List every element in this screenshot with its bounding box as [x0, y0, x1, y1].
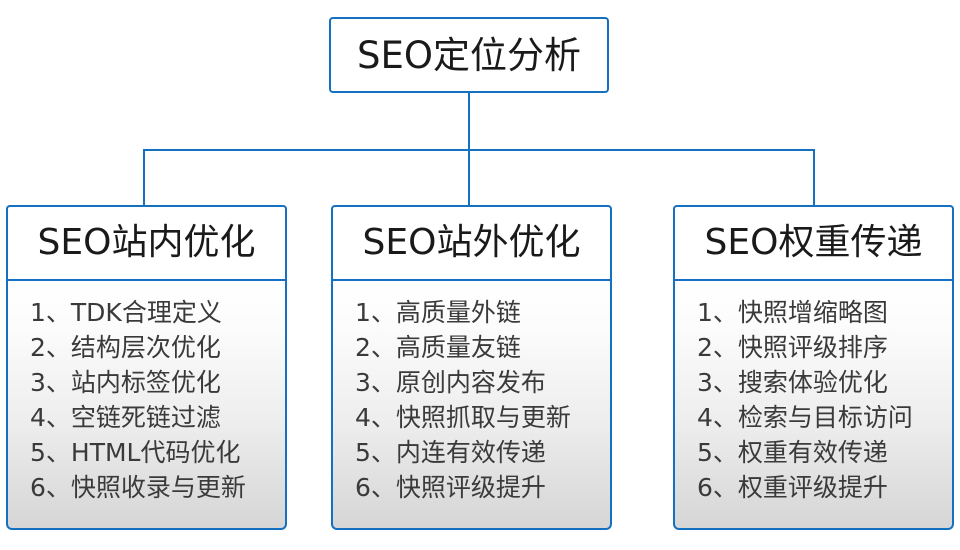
branch-header-3[interactable]: SEO权重传递: [673, 205, 954, 281]
list-item: 5、内连有效传递: [355, 438, 546, 467]
list-item: 4、快照抓取与更新: [355, 403, 571, 432]
root-node-label: SEO定位分析: [357, 33, 581, 77]
connector-root-stem: [468, 93, 470, 151]
branch-header-label-2: SEO站外优化: [362, 222, 581, 263]
list-item: 4、空链死链过滤: [30, 403, 221, 432]
branch-column-1: SEO站内优化 1、TDK合理定义 2、结构层次优化 3、站内标签优化 4、空链…: [6, 205, 287, 530]
root-node[interactable]: SEO定位分析: [329, 17, 609, 93]
branch-list-3: 1、快照增缩略图 2、快照评级排序 3、搜索体验优化 4、检索与目标访问 5、权…: [673, 281, 954, 530]
connector-drop-branch-3: [813, 149, 815, 206]
branch-header-label-3: SEO权重传递: [704, 222, 923, 263]
branch-list-2: 1、高质量外链 2、高质量友链 3、原创内容发布 4、快照抓取与更新 5、内连有…: [331, 281, 612, 530]
connector-drop-branch-1: [143, 149, 145, 206]
list-item: 6、权重评级提升: [697, 473, 888, 502]
list-item: 3、搜索体验优化: [697, 368, 888, 397]
branch-column-2: SEO站外优化 1、高质量外链 2、高质量友链 3、原创内容发布 4、快照抓取与…: [331, 205, 612, 530]
branch-header-1[interactable]: SEO站内优化: [6, 205, 287, 281]
list-item: 1、高质量外链: [355, 298, 521, 327]
branch-header-label-1: SEO站内优化: [37, 222, 256, 263]
list-item: 3、站内标签优化: [30, 368, 221, 397]
list-item: 1、TDK合理定义: [30, 298, 222, 327]
connector-horizontal-bus: [143, 149, 815, 151]
branch-column-3: SEO权重传递 1、快照增缩略图 2、快照评级排序 3、搜索体验优化 4、检索与…: [673, 205, 954, 530]
list-item: 2、快照评级排序: [697, 333, 888, 362]
list-item: 3、原创内容发布: [355, 368, 546, 397]
list-item: 4、检索与目标访问: [697, 403, 913, 432]
branch-header-2[interactable]: SEO站外优化: [331, 205, 612, 281]
list-item: 5、权重有效传递: [697, 438, 888, 467]
list-item: 2、结构层次优化: [30, 333, 221, 362]
list-item: 6、快照评级提升: [355, 473, 546, 502]
branch-list-1: 1、TDK合理定义 2、结构层次优化 3、站内标签优化 4、空链死链过滤 5、H…: [6, 281, 287, 530]
list-item: 6、快照收录与更新: [30, 473, 246, 502]
list-item: 5、HTML代码优化: [30, 438, 241, 467]
list-item: 1、快照增缩略图: [697, 298, 888, 327]
connector-drop-branch-2: [468, 149, 470, 206]
list-item: 2、高质量友链: [355, 333, 521, 362]
